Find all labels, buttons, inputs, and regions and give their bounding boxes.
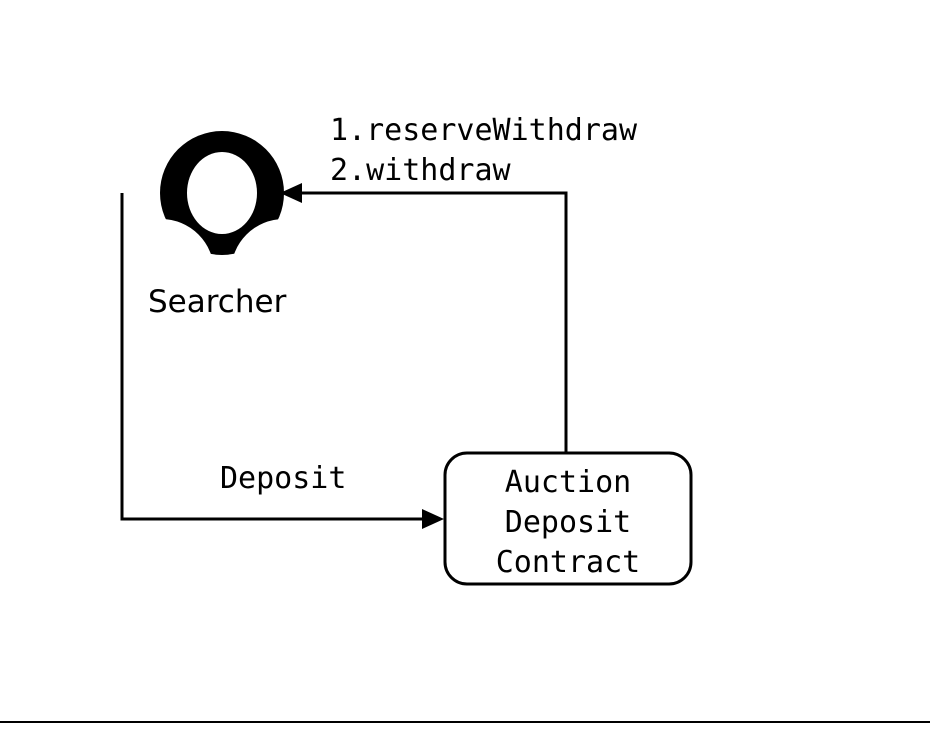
edge-withdraw bbox=[280, 183, 568, 452]
edge-deposit-line bbox=[120, 193, 437, 521]
edge-withdraw-arrowhead bbox=[280, 183, 302, 203]
node-label-line-1: Auction bbox=[505, 465, 631, 500]
actor-searcher-label: Searcher bbox=[148, 284, 287, 320]
user-actor-icon bbox=[160, 131, 284, 255]
edge-label-withdraw-step-1: 1.reserveWithdraw bbox=[330, 113, 638, 148]
edge-deposit bbox=[120, 193, 444, 529]
edge-withdraw-line bbox=[287, 191, 568, 452]
edge-label-withdraw-step-2: 2.withdraw bbox=[330, 153, 512, 188]
rounded-rectangle-node bbox=[443, 451, 693, 586]
edge-label-deposit: Deposit bbox=[220, 461, 346, 496]
actor-searcher[interactable]: Searcher bbox=[148, 131, 287, 320]
node-auction-deposit-contract[interactable]: Auction Deposit Contract bbox=[443, 451, 693, 586]
edge-deposit-arrowhead bbox=[422, 509, 444, 529]
node-label-line-2: Deposit bbox=[505, 505, 631, 540]
node-label-line-3: Contract bbox=[496, 545, 641, 580]
